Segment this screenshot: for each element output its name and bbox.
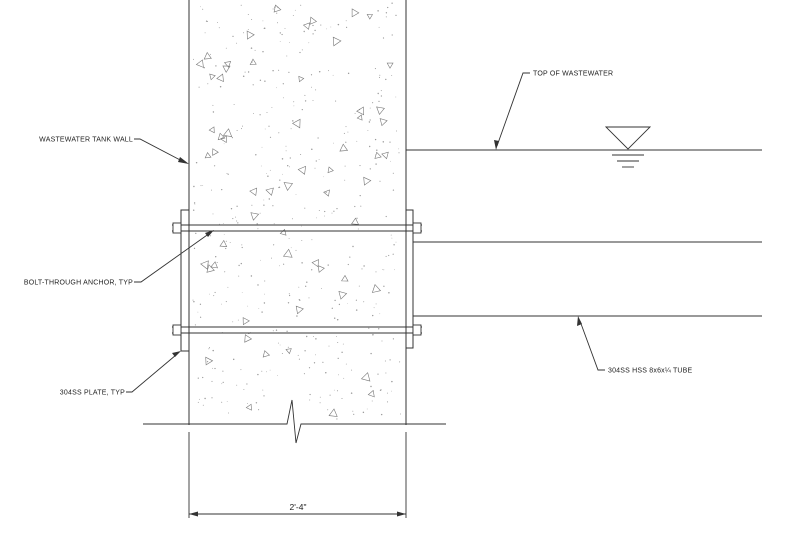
- label-tank-wall: WASTEWATER TANK WALL: [39, 137, 133, 144]
- label-top-of-wastewater: TOP OF WASTEWATER: [533, 71, 613, 78]
- tank-wall: [188, 0, 407, 425]
- anchor-plates: [180, 209, 414, 352]
- bolt-upper: [172, 222, 422, 234]
- leader-lines: [126, 72, 605, 393]
- dimension-arrow-left-icon: [189, 511, 198, 517]
- hss-tube: [413, 241, 762, 317]
- wall-thickness-dimension: 2'-4": [188, 432, 407, 518]
- plate-right: [405, 209, 414, 349]
- water-level-symbol-icon: [604, 126, 652, 168]
- through-bolts: [172, 222, 422, 336]
- leader-arrow-icon: [205, 230, 214, 237]
- leader-tank-wall: [134, 138, 189, 164]
- bolt-lower: [172, 324, 422, 336]
- label-plate: 304SS PLATE, TYP: [60, 390, 125, 397]
- leader-top-of-wastewater: [494, 72, 530, 150]
- leader-arrow-icon: [577, 316, 582, 326]
- concrete-aggregate-hatch: [192, 2, 401, 420]
- leader-arrow-icon: [494, 140, 499, 150]
- plate-left: [180, 209, 190, 352]
- label-hss-tube: 304SS HSS 8x6x¼ TUBE: [608, 368, 693, 375]
- leader-bolt-anchor: [134, 230, 214, 283]
- dimension-arrow-right-icon: [397, 511, 406, 517]
- wall-base-break-line: [143, 399, 446, 444]
- wall-thickness-dimension-text: 2'-4": [290, 502, 307, 512]
- label-bolt-anchor: BOLT-THROUGH ANCHOR, TYP: [24, 280, 133, 287]
- leader-arrow-icon: [178, 157, 189, 164]
- leader-arrow-icon: [172, 351, 181, 357]
- leader-plate: [126, 351, 181, 393]
- leader-hss-tube: [577, 316, 605, 371]
